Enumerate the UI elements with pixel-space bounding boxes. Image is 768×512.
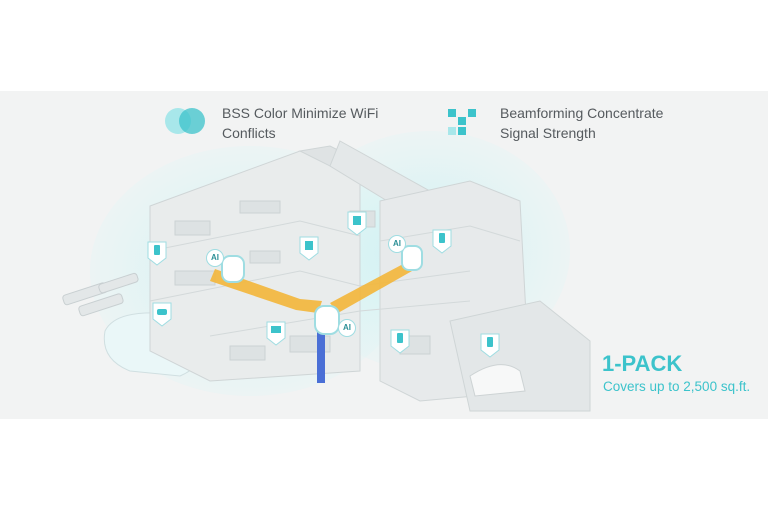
coverage-text: Covers up to 2,500 sq.ft.: [603, 379, 751, 394]
product-banner: AI AI AI BSS Color Minimize WiFi Conflic…: [0, 91, 768, 419]
lounge-chairs: [62, 272, 139, 317]
mesh-unit-center: [314, 305, 340, 335]
device-pins: [147, 211, 500, 358]
pack-title: 1-PACK: [602, 351, 683, 376]
ai-badge: AI: [338, 319, 356, 337]
beamforming-icon: [448, 109, 476, 135]
bss-color-icon: [165, 108, 205, 134]
ai-badge: AI: [206, 249, 224, 267]
mesh-unit-left: [221, 255, 245, 283]
mesh-unit-right: [401, 245, 423, 271]
bss-color-label: BSS Color Minimize WiFi Conflicts: [222, 105, 379, 141]
house-illustration: [62, 131, 591, 412]
beamforming-label: Beamforming Concentrate Signal Strength: [500, 105, 664, 141]
link-right: [330, 263, 412, 313]
car: [469, 364, 526, 397]
ai-badge: AI: [388, 235, 406, 253]
garage: [449, 300, 591, 412]
link-down: [317, 331, 325, 383]
